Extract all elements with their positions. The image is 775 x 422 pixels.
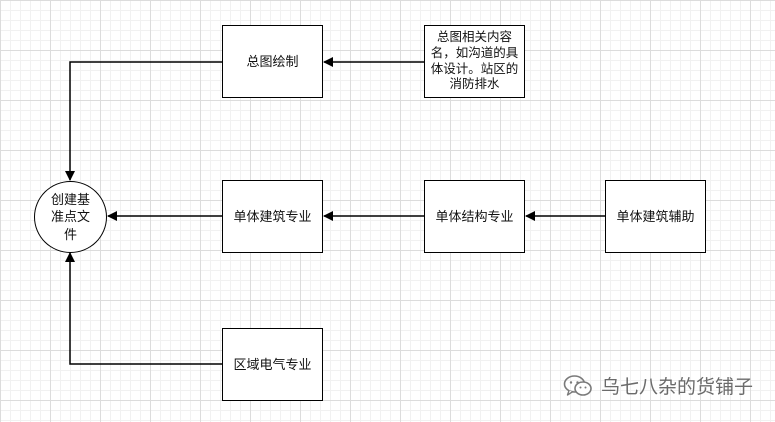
site-note-label: 总图相关内容名，如沟道的具体设计。站区的消防排水 (430, 30, 519, 92)
structure-label: 单体结构专业 (435, 208, 514, 224)
structure-node[interactable]: 单体结构专业 (424, 180, 525, 253)
site-plan-node[interactable]: 总图绘制 (222, 25, 323, 98)
watermark-text: 乌七八杂的货铺子 (600, 377, 753, 398)
auxiliary-node[interactable]: 单体建筑辅助 (605, 180, 706, 253)
arrow-site-plan-to-center (65, 61, 222, 181)
electrical-label: 区域电气专业 (233, 356, 312, 372)
center-node[interactable]: 创建基准点文件 (34, 181, 107, 253)
wechat-icon (563, 374, 592, 396)
building-label: 单体建筑专业 (233, 208, 312, 224)
auxiliary-label: 单体建筑辅助 (616, 208, 695, 224)
site-note-node[interactable]: 总图相关内容名，如沟道的具体设计。站区的消防排水 (424, 25, 525, 98)
center-node-label: 创建基准点文件 (50, 191, 90, 242)
arrow-electrical-to-center (65, 252, 222, 365)
site-plan-label: 总图绘制 (246, 53, 299, 69)
watermark: 乌七八杂的货铺子 (563, 372, 753, 399)
electrical-node[interactable]: 区域电气专业 (222, 328, 323, 401)
building-node[interactable]: 单体建筑专业 (222, 180, 323, 253)
